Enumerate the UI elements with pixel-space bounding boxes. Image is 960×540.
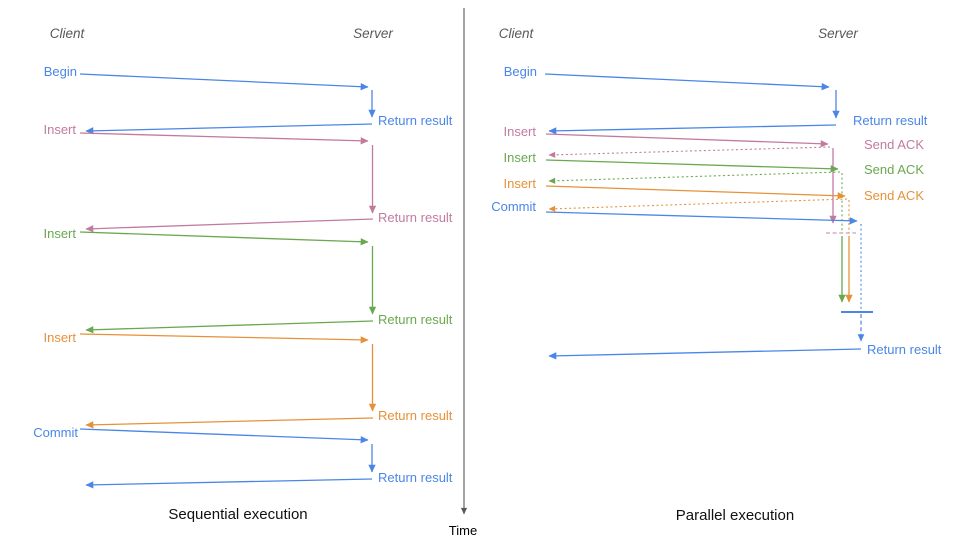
result-label-insert2: Return result: [378, 312, 453, 327]
message-label-insert1: Insert: [43, 122, 76, 137]
request-line-commit: [79, 428, 369, 444]
return-line-commit: [85, 478, 373, 489]
message-label-begin: Begin: [504, 64, 537, 79]
message-label-insert3: Insert: [43, 330, 76, 345]
message-label-insert3: Insert: [503, 176, 536, 191]
sequential-title: Sequential execution: [168, 506, 307, 523]
parallel-title: Parallel execution: [676, 507, 794, 524]
final-return-line: [548, 348, 862, 360]
message-label-begin: Begin: [44, 64, 77, 79]
client-header: Client: [50, 26, 86, 41]
parallel-panel: Client Server Begin Return result Insert…: [491, 26, 942, 524]
ack-return-line-insert1: [548, 146, 831, 158]
ack-label-insert3: Send ACK: [864, 188, 924, 203]
request-line-commit: [545, 211, 858, 225]
result-label-commit: Return result: [378, 470, 453, 485]
result-label-insert1: Return result: [378, 210, 453, 225]
return-line-insert3: [85, 417, 374, 429]
request-line-insert3: [545, 185, 846, 200]
request-line-insert1: [79, 132, 369, 145]
message-label-commit: Commit: [33, 425, 78, 440]
return-line-insert1: [85, 218, 374, 233]
result-label-insert3: Return result: [378, 408, 453, 423]
message-label-insert2: Insert: [503, 150, 536, 165]
return-line-begin: [548, 124, 837, 135]
result-label-begin: Return result: [853, 113, 928, 128]
return-line-begin: [85, 123, 373, 135]
message-label-insert2: Insert: [43, 226, 76, 241]
request-line-begin: [79, 73, 369, 91]
request-line-insert2: [545, 159, 839, 173]
message-label-commit: Commit: [491, 199, 536, 214]
ack-return-line-insert2: [548, 171, 841, 184]
request-line-insert3: [79, 333, 369, 344]
ack-label-insert1: Send ACK: [864, 137, 924, 152]
message-label-insert1: Insert: [503, 124, 536, 139]
ack-return-line-insert3: [548, 198, 848, 212]
sequential-panel: Client Server Begin Return result Insert…: [33, 26, 453, 523]
request-line-insert2: [79, 231, 369, 246]
return-line-insert2: [85, 320, 374, 334]
ack-label-insert2: Send ACK: [864, 162, 924, 177]
request-line-begin: [544, 73, 830, 91]
client-header: Client: [499, 26, 535, 41]
server-header: Server: [353, 26, 393, 41]
server-header: Server: [818, 26, 858, 41]
time-axis-label: Time: [449, 523, 477, 538]
result-label-begin: Return result: [378, 113, 453, 128]
request-line-insert1: [545, 133, 829, 148]
final-result-label: Return result: [867, 342, 942, 357]
